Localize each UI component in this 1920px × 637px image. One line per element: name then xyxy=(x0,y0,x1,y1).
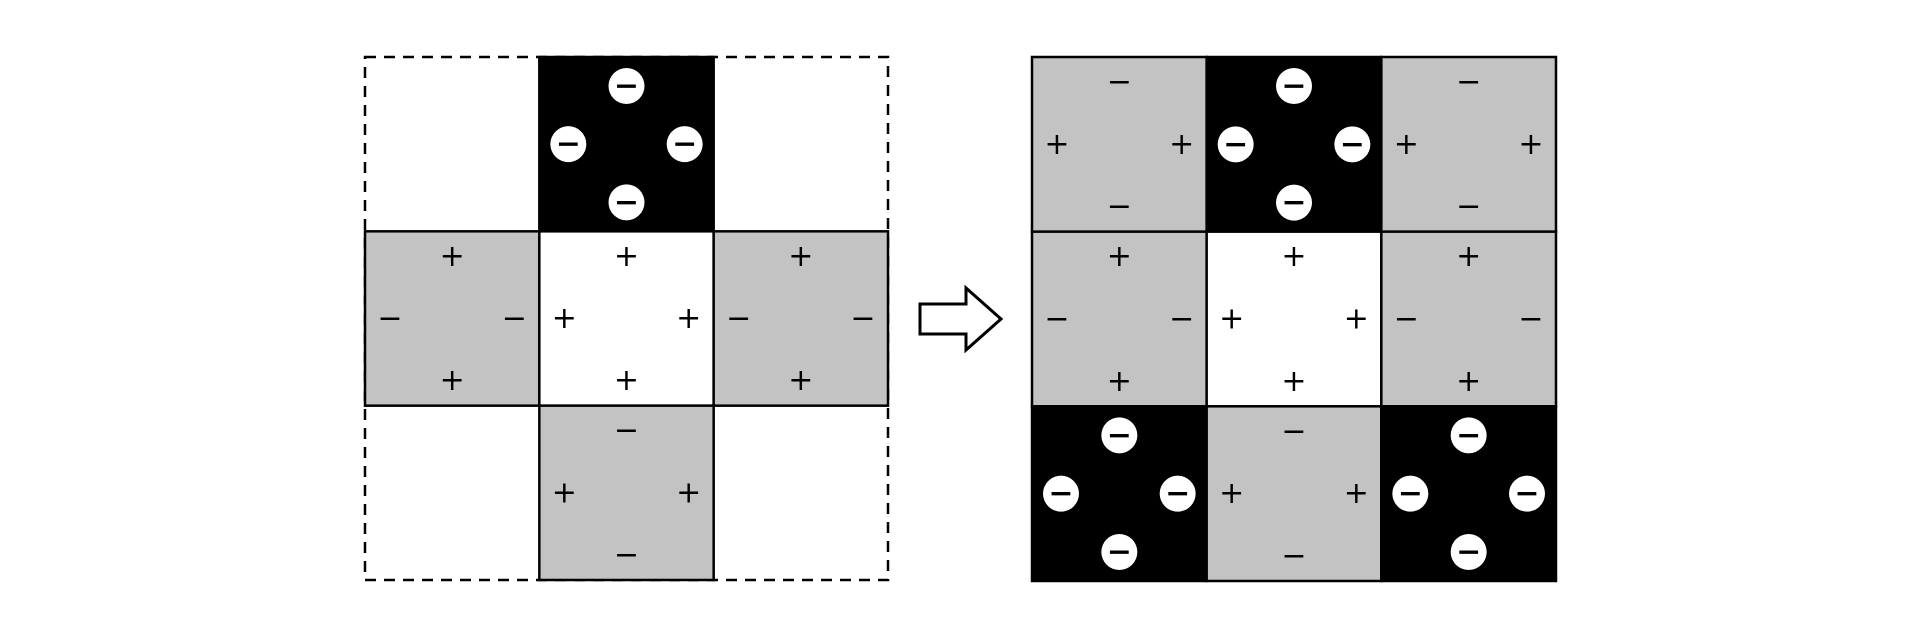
charge-symbol-top: − xyxy=(1281,69,1306,104)
right-grid-full-tiling: −++−−−−−−++−+−−++++++−−+−−−−−++−−−−− xyxy=(1030,55,1558,583)
cell-fill xyxy=(1380,230,1558,408)
charge-symbol-top: + xyxy=(1107,239,1132,274)
charge-symbol-left: + xyxy=(552,475,577,510)
charge-symbol-left: − xyxy=(1223,127,1248,162)
charge-symbol-bottom: − xyxy=(1107,189,1132,224)
negative-charge-circle-icon xyxy=(1334,126,1371,163)
negative-charge-circle-icon xyxy=(550,126,587,163)
charge-symbol-right: − xyxy=(1514,476,1539,511)
cell-white-plus: + + + + xyxy=(538,230,715,407)
cell-black: −−−− xyxy=(1030,405,1208,583)
charge-symbol-right: − xyxy=(1518,302,1543,337)
charge-symbol-left: + xyxy=(1394,127,1419,162)
cell-fill xyxy=(538,404,715,582)
charge-symbol-bottom: + xyxy=(614,363,639,398)
negative-charge-circle-icon xyxy=(1450,417,1487,454)
charge-symbol-left: − xyxy=(556,127,581,162)
charge-symbol-right: − xyxy=(1165,476,1190,511)
charge-symbol-top: + xyxy=(614,239,639,274)
charge-symbol-bottom: + xyxy=(440,363,465,398)
cell-fill xyxy=(1205,230,1383,408)
negative-charge-circle-icon xyxy=(1392,475,1429,512)
cell-fill xyxy=(363,230,541,407)
charge-symbol-left: + xyxy=(1044,127,1069,162)
negative-charge-circle-icon xyxy=(1101,534,1138,570)
charge-symbol-bottom: + xyxy=(1281,364,1306,399)
cell-black: −−−− xyxy=(1205,55,1383,233)
cell-white-plus: + + + + xyxy=(1205,230,1383,408)
cell-fill xyxy=(1380,55,1558,233)
left-grid-partial-tiling: −−−−+−−++++++−−+−++− xyxy=(363,55,890,582)
charge-symbol-top: − xyxy=(614,69,639,104)
charge-symbol-left: − xyxy=(377,301,402,336)
charge-symbol-top: + xyxy=(440,239,465,274)
charge-symbol-bottom: − xyxy=(614,185,639,220)
charge-symbol-bottom: − xyxy=(1281,539,1306,574)
charge-symbol-left: − xyxy=(1398,476,1423,511)
charge-symbol-top: + xyxy=(1456,239,1481,274)
negative-charge-circle-icon xyxy=(1509,475,1545,512)
charge-symbol-right: + xyxy=(1169,127,1194,162)
charge-symbol-bottom: + xyxy=(1107,364,1132,399)
charge-symbol-top: − xyxy=(1456,418,1481,453)
charge-symbol-right: + xyxy=(1344,476,1369,511)
charge-symbol-top: + xyxy=(1281,239,1306,274)
cell-gray-mppm: − + + − xyxy=(1380,55,1558,233)
negative-charge-circle-icon xyxy=(1101,417,1138,454)
cell-gray-mppm: − + + − xyxy=(538,404,715,582)
charge-symbol-top: + xyxy=(788,239,813,274)
charge-symbol-right: − xyxy=(672,127,697,162)
cell-gray-mppm: − + + − xyxy=(1030,55,1208,233)
charge-symbol-bottom: + xyxy=(1456,364,1481,399)
charge-symbol-left: + xyxy=(552,301,577,336)
cell-gray-pmmp: + − − + xyxy=(712,230,890,407)
charge-symbol-top: − xyxy=(1281,414,1306,449)
cell-gray-pmmp: + − − + xyxy=(1030,230,1208,408)
negative-charge-circle-icon xyxy=(608,68,645,104)
charge-symbol-right: + xyxy=(676,301,701,336)
charge-symbol-top: − xyxy=(1456,65,1481,100)
charge-symbol-left: + xyxy=(1219,302,1244,337)
charge-symbol-right: − xyxy=(1169,302,1194,337)
cell-fill xyxy=(712,230,890,407)
charge-symbol-bottom: + xyxy=(788,363,813,398)
cell-black: −−−− xyxy=(1380,405,1558,583)
negative-charge-circle-icon xyxy=(1217,126,1254,163)
charge-symbol-bottom: − xyxy=(1456,535,1481,570)
charge-symbol-top: − xyxy=(1107,418,1132,453)
negative-charge-circle-icon xyxy=(1450,534,1487,570)
cell-fill xyxy=(1205,405,1383,583)
charge-symbol-left: − xyxy=(726,301,751,336)
charge-symbol-right: + xyxy=(676,475,701,510)
negative-charge-circle-icon xyxy=(608,184,645,221)
charge-symbol-right: + xyxy=(1518,127,1543,162)
cell-fill xyxy=(1030,230,1208,408)
charge-symbol-bottom: − xyxy=(1456,189,1481,224)
negative-charge-circle-icon xyxy=(666,126,703,163)
cell-fill xyxy=(1030,55,1208,233)
negative-charge-circle-icon xyxy=(1276,184,1312,221)
cell-gray-pmmp: + − − + xyxy=(1380,230,1558,408)
charge-symbol-bottom: − xyxy=(1281,185,1306,220)
charge-symbol-top: − xyxy=(614,413,639,448)
charge-symbol-top: − xyxy=(1107,65,1132,100)
charge-symbol-right: + xyxy=(1344,302,1369,337)
charge-symbol-bottom: − xyxy=(614,538,639,573)
charge-symbol-bottom: − xyxy=(1107,535,1132,570)
charge-symbol-left: − xyxy=(1394,302,1419,337)
cell-gray-pmmp: + − − + xyxy=(363,230,541,407)
charge-symbol-left: − xyxy=(1044,302,1069,337)
charge-symbol-left: + xyxy=(1219,476,1244,511)
charge-symbol-right: − xyxy=(1340,127,1365,162)
charge-symbol-left: − xyxy=(1048,476,1073,511)
charge-symbol-right: − xyxy=(502,301,527,336)
cell-gray-mppm: − + + − xyxy=(1205,405,1383,583)
negative-charge-circle-icon xyxy=(1276,68,1312,104)
negative-charge-circle-icon xyxy=(1159,475,1196,512)
transform-arrow-icon xyxy=(918,284,1004,354)
cell-black: −−−− xyxy=(538,55,715,233)
negative-charge-circle-icon xyxy=(1043,475,1079,512)
charge-symbol-right: − xyxy=(850,301,875,336)
